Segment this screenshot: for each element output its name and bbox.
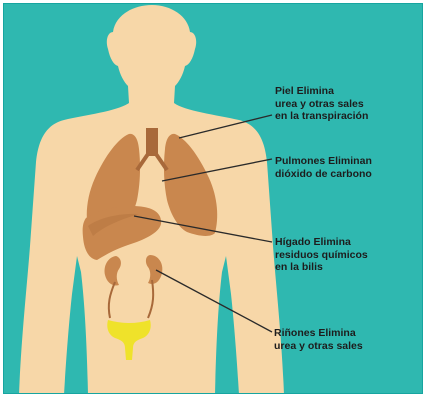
annotation-higado-line-2: residuos químicos	[275, 249, 368, 262]
annotation-piel-line-3: en la transpiración	[275, 110, 368, 123]
annotation-piel-line-2: urea y otras sales	[275, 98, 368, 111]
annotation-rinones-line-1: Riñones Elimina	[274, 327, 363, 340]
annotation-piel-line-1: Piel Elimina	[275, 85, 368, 98]
annotation-pulmones: Pulmones Eliminan dióxido de carbono	[275, 155, 372, 180]
annotation-piel: Piel Elimina urea y otras sales en la tr…	[275, 85, 368, 123]
annotation-pulmones-line-2: dióxido de carbono	[275, 168, 372, 181]
trachea	[146, 128, 158, 156]
annotation-higado-line-1: Hígado Elimina	[275, 236, 368, 249]
annotation-pulmones-line-1: Pulmones Eliminan	[275, 155, 372, 168]
annotation-rinones: Riñones Elimina urea y otras sales	[274, 327, 363, 352]
annotation-rinones-line-2: urea y otras sales	[274, 340, 363, 353]
annotation-higado-line-3: en la bilis	[275, 261, 368, 274]
annotation-higado: Hígado Elimina residuos químicos en la b…	[275, 236, 368, 274]
diagram-panel: Piel Elimina urea y otras sales en la tr…	[3, 3, 423, 394]
